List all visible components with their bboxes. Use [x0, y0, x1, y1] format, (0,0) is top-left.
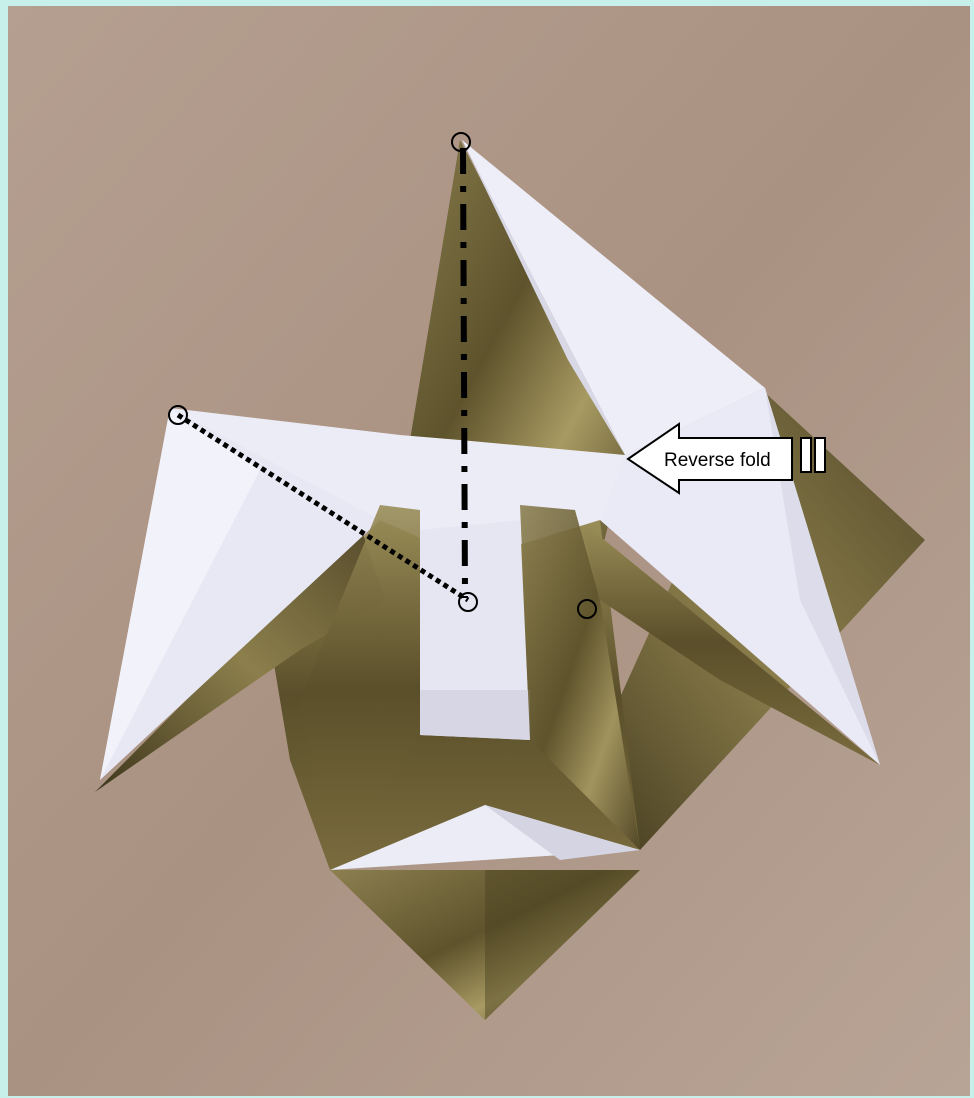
- origami-photo: Reverse fold: [8, 6, 970, 1096]
- reverse-fold-label: Reverse fold: [664, 450, 771, 471]
- diagram-canvas: Reverse fold: [8, 6, 970, 1096]
- white-center-strip-tip: [420, 690, 530, 740]
